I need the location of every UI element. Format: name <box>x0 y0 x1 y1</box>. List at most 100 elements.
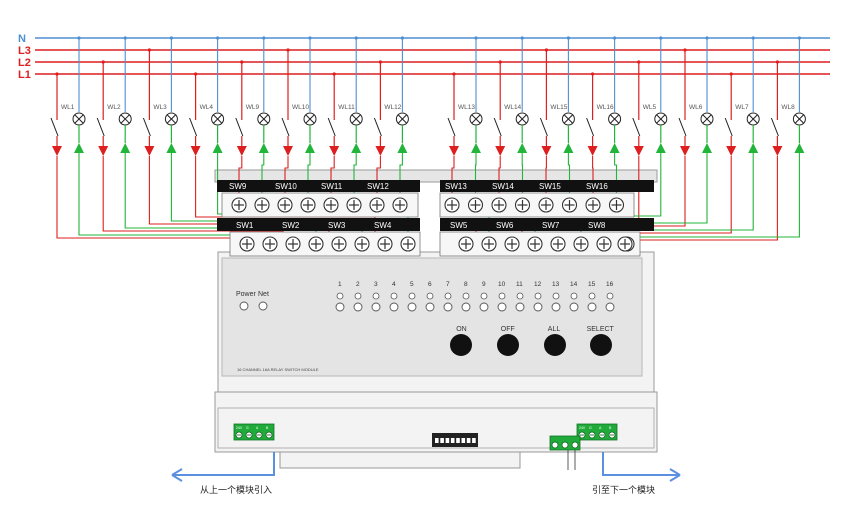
dip-cell-7[interactable] <box>466 438 471 443</box>
channel-led-b-16 <box>605 302 615 312</box>
feed-arrow-wl7 <box>726 146 737 156</box>
feed-arrow-wl6 <box>680 146 690 156</box>
switch-contact-wl16[interactable] <box>586 117 595 137</box>
switch-contact-wl8[interactable] <box>770 117 779 137</box>
return-arrow-wl14 <box>517 143 528 153</box>
terminal-screw-upper-right-3[interactable] <box>491 197 507 213</box>
load-label-wl7: WL7 <box>735 104 749 111</box>
terminal-screw-lower-left-1[interactable] <box>239 236 255 252</box>
load-label-wl8: WL8 <box>781 104 795 111</box>
switch-contact-wl2[interactable] <box>96 117 105 137</box>
switch-contact-wl14[interactable] <box>493 117 502 137</box>
switch-contact-wl10[interactable] <box>281 117 290 137</box>
terminal-screw-lower-left-6[interactable] <box>354 236 370 252</box>
terminal-screw-upper-right-1[interactable] <box>444 197 460 213</box>
terminal-screw-lower-right-2[interactable] <box>481 236 497 252</box>
terminal-screw-lower-left-7[interactable] <box>377 236 393 252</box>
conn-out-pin-label-3: B <box>609 426 612 430</box>
terminal-screw-lower-left-2[interactable] <box>262 236 278 252</box>
switch-contact-wl15[interactable] <box>539 117 548 137</box>
switch-contact-wl13[interactable] <box>447 117 456 137</box>
button-all[interactable] <box>544 334 566 356</box>
feed-arrow-wl10 <box>283 146 293 156</box>
terminal-screw-upper-right-7[interactable] <box>585 197 601 213</box>
terminal-screw-lower-right-6[interactable] <box>573 236 589 252</box>
terminal-screw-upper-right-2[interactable] <box>467 197 484 213</box>
terminal-screw-upper-left-4[interactable] <box>300 197 316 213</box>
terminal-screw-lower-right-3[interactable] <box>504 236 520 252</box>
lamp-cross-b <box>517 114 527 124</box>
button-on[interactable] <box>450 334 472 356</box>
terminal-screw-lower-left-3[interactable] <box>285 236 301 252</box>
aux-connector[interactable] <box>549 435 581 470</box>
terminal-row-upper-left <box>221 192 419 218</box>
terminal-screw-lower-left-4[interactable] <box>308 236 324 252</box>
terminal-label-sw16: SW16 <box>586 182 608 191</box>
load-label-wl12: WL12 <box>384 104 401 111</box>
terminal-screw-lower-right-5[interactable] <box>550 236 566 252</box>
switch-contact-wl1[interactable] <box>50 117 59 137</box>
terminal-screw-lower-right-extra[interactable] <box>617 236 633 252</box>
lamp-cross-b <box>471 114 481 124</box>
terminal-bar-lower-left <box>217 218 420 231</box>
terminal-screw-lower-left-8[interactable] <box>400 236 416 252</box>
switch-contact-wl11[interactable] <box>327 117 336 137</box>
terminal-screw-upper-right-4[interactable] <box>514 197 531 213</box>
dip-cell-3[interactable] <box>445 438 450 443</box>
terminal-screw-upper-left-5[interactable] <box>323 197 339 213</box>
lamp-cross-b <box>213 114 222 124</box>
dip-cell-1[interactable] <box>435 438 439 443</box>
terminal-screw-upper-left-7[interactable] <box>369 197 385 213</box>
button-off[interactable] <box>497 334 519 356</box>
switch-contact-wl7[interactable] <box>724 117 733 137</box>
switch-contact-wl5[interactable] <box>632 117 641 137</box>
channel-led-a-14 <box>570 292 578 300</box>
dip-cell-6[interactable] <box>461 438 466 443</box>
dip-switch[interactable] <box>432 433 478 447</box>
terminal-screw-upper-right-6[interactable] <box>561 197 578 213</box>
lamp-cross-b <box>120 114 130 124</box>
dip-cell-4[interactable] <box>450 438 455 443</box>
lamp-icon-wl10 <box>303 112 317 126</box>
lamp-cross-b <box>610 114 619 124</box>
switch-contact-wl3[interactable] <box>142 117 151 137</box>
load-label-wl14: WL14 <box>504 104 521 111</box>
channel-number-6: 6 <box>428 281 432 288</box>
terminal-screw-upper-left-2[interactable] <box>254 197 270 213</box>
dip-cell-2[interactable] <box>440 438 444 443</box>
switch-contact-wl4[interactable] <box>189 117 198 137</box>
dip-cell-5[interactable] <box>456 438 460 443</box>
lamp-cross-b <box>398 114 407 124</box>
terminal-screw-lower-left-5[interactable] <box>331 236 347 252</box>
terminal-screw-upper-right-5[interactable] <box>538 197 554 213</box>
terminal-screw-upper-left-3[interactable] <box>277 197 293 213</box>
feed-arrow-wl9 <box>236 146 247 156</box>
button-select[interactable] <box>590 334 612 356</box>
switch-contact-wl9[interactable] <box>235 117 244 137</box>
bus-label-l2: L2 <box>18 57 31 69</box>
terminal-screw-upper-left-8[interactable] <box>392 197 408 213</box>
lamp-cross-b <box>305 114 315 124</box>
terminal-screw-upper-left-1[interactable] <box>231 197 247 213</box>
terminal-screw-lower-right-4[interactable] <box>527 236 543 252</box>
channel-led-a-13 <box>552 292 560 300</box>
conn-in-pin-label-3: B <box>266 426 269 430</box>
conn-out-pin-label-2: A <box>599 426 602 430</box>
lamp-icon-wl9 <box>257 112 271 126</box>
terminal-screw-upper-left-6[interactable] <box>346 197 362 213</box>
switch-contact-wl6[interactable] <box>678 117 687 137</box>
terminal-screw-lower-right-7[interactable] <box>596 236 612 252</box>
switch-contact-wl12[interactable] <box>373 117 382 137</box>
terminal-label-sw5: SW5 <box>450 221 468 230</box>
terminal-screw-lower-right-1[interactable] <box>458 236 474 252</box>
button-label-all: ALL <box>548 326 561 333</box>
terminal-screw-upper-right-8[interactable] <box>608 197 625 213</box>
channel-led-a-15 <box>588 292 596 300</box>
net-led <box>258 301 268 311</box>
channel-led-b-1 <box>335 302 345 312</box>
lamp-cross-b <box>656 114 666 124</box>
dip-cell-8[interactable] <box>472 438 476 443</box>
